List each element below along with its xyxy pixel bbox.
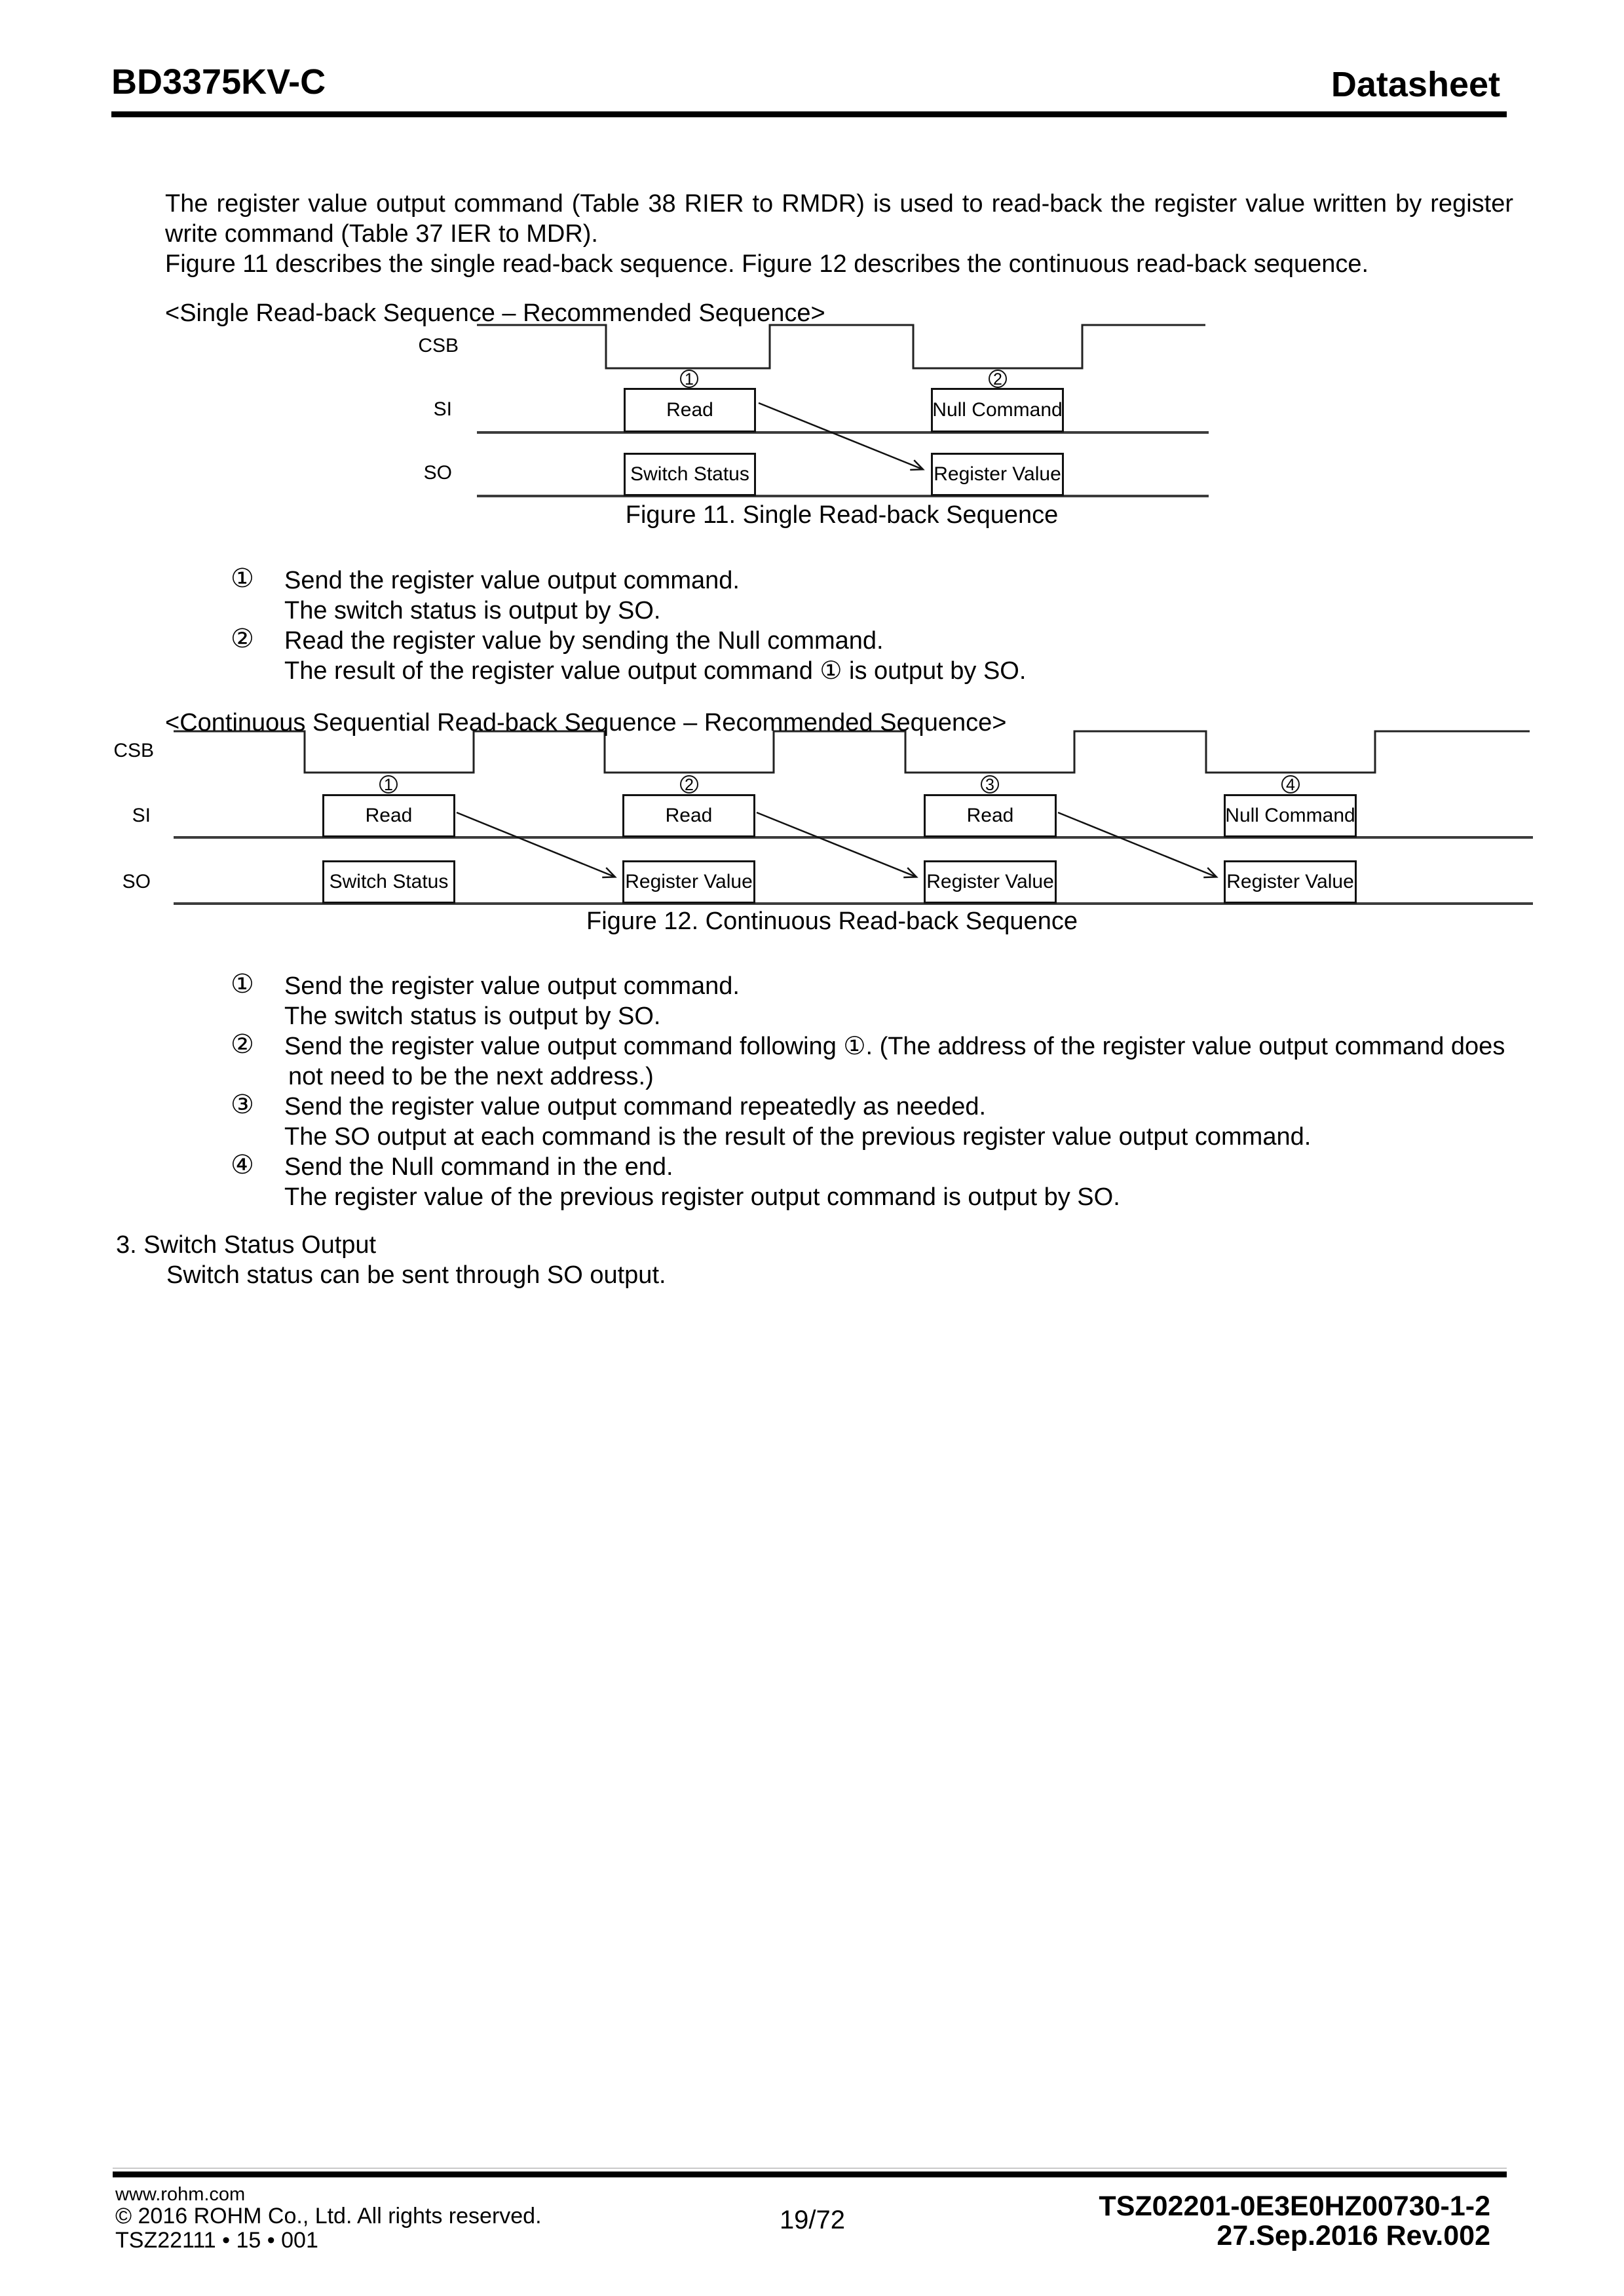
list1-text-3: Read the register value by sending the N… — [284, 627, 884, 655]
fig12-si-box-read-2: Read — [622, 794, 755, 837]
fig12-step-3: 3 — [981, 775, 999, 794]
list1-text-4: The result of the register value output … — [284, 657, 1027, 685]
list2-text-1: Send the register value output command. — [284, 972, 740, 1000]
list1-text-1: Send the register value output command. — [284, 567, 740, 594]
list2-text-2: The switch status is output by SO. — [284, 1003, 661, 1030]
fig12-step-4: 4 — [1281, 775, 1300, 794]
intro-line-1: The register value output command (Table… — [165, 190, 1513, 218]
section3-body: Switch status can be sent through SO out… — [166, 1261, 666, 1289]
fig12-so-box-switch-status: Switch Status — [322, 860, 455, 904]
fig12-csb-label: CSB — [113, 740, 154, 761]
list2-text-8: The register value of the previous regis… — [284, 1183, 1120, 1211]
fig12-readback-arrow-2 — [756, 811, 916, 877]
fig11-step-2: 2 — [989, 370, 1007, 389]
svg-text:2: 2 — [993, 370, 1002, 389]
document-type-label: Datasheet — [1331, 65, 1500, 104]
fig11-caption: Figure 11. Single Read-back Sequence — [625, 501, 1059, 529]
fig12-si-label: SI — [132, 805, 151, 826]
fig11-step-1: 1 — [680, 370, 698, 389]
footer-doc-code: TSZ22111 • 15 • 001 — [115, 2228, 318, 2253]
intro-line-2: write command (Table 37 IER to MDR). — [165, 220, 598, 248]
fig11-csb-waveform — [477, 324, 1205, 370]
fig11-so-box-switch-status: Switch Status — [624, 453, 756, 496]
fig12-heading: <Continuous Sequential Read-back Sequenc… — [165, 709, 1007, 737]
fig12-si-box-read-1: Read — [322, 794, 455, 837]
list2-text-5: Send the register value output command r… — [284, 1093, 987, 1120]
fig11-readback-arrow — [758, 402, 922, 469]
fig11-so-box-register-value: Register Value — [931, 453, 1064, 496]
fig12-so-label: SO — [122, 871, 151, 892]
fig12-so-box-register-value-2: Register Value — [924, 860, 1057, 904]
list2-text-7: Send the Null command in the end. — [284, 1153, 673, 1181]
svg-text:1: 1 — [384, 776, 393, 794]
footer-rule — [113, 2172, 1507, 2177]
list1-marker-1: ① — [231, 564, 254, 593]
footer-revision-date: 27.Sep.2016 Rev.002 — [1217, 2220, 1490, 2251]
fig12-so-box-register-value-1: Register Value — [622, 860, 755, 904]
fig12-step-1: 1 — [379, 775, 398, 794]
svg-text:1: 1 — [685, 370, 694, 389]
fig12-readback-arrow-3 — [1057, 811, 1216, 877]
list2-marker-3: ② — [231, 1030, 254, 1059]
footer-reference-number: TSZ02201-0E3E0HZ00730-1-2 — [1099, 2191, 1490, 2222]
fig12-readback-arrow-1 — [456, 811, 614, 877]
fig12-caption: Figure 12. Continuous Read-back Sequence — [586, 908, 1078, 935]
fig11-si-box-read: Read — [624, 388, 756, 432]
footer-website[interactable]: www.rohm.com — [115, 2184, 246, 2205]
header-rule — [111, 111, 1507, 117]
list1-text-2: The switch status is output by SO. — [284, 597, 661, 624]
page-number: 19/72 — [779, 2206, 846, 2234]
list2-marker-5: ③ — [231, 1090, 254, 1119]
fig11-heading: <Single Read-back Sequence – Recommended… — [165, 299, 825, 327]
list2-marker-1: ① — [231, 970, 254, 999]
fig11-si-box-null-command: Null Command — [931, 388, 1064, 432]
fig12-si-box-read-3: Read — [924, 794, 1057, 837]
list2-marker-7: ④ — [231, 1151, 254, 1179]
list2-text-4: not need to be the next address.) — [288, 1063, 654, 1090]
svg-text:3: 3 — [985, 776, 994, 794]
list1-marker-3: ② — [231, 624, 254, 653]
list2-text-3: Send the register value output command f… — [284, 1033, 1505, 1060]
section3-title: 3. Switch Status Output — [116, 1231, 377, 1259]
svg-text:4: 4 — [1286, 776, 1295, 794]
footer-copyright: © 2016 ROHM Co., Ltd. All rights reserve… — [115, 2204, 542, 2229]
svg-text:2: 2 — [685, 776, 694, 794]
fig11-si-label: SI — [433, 398, 452, 420]
fig11-so-label: SO — [423, 462, 452, 484]
list2-text-6: The SO output at each command is the res… — [284, 1123, 1312, 1151]
page-title: BD3375KV-C — [111, 62, 326, 102]
fig12-so-box-register-value-3: Register Value — [1224, 860, 1357, 904]
fig11-csb-label: CSB — [418, 335, 459, 356]
fig12-step-2: 2 — [680, 775, 698, 794]
fig12-si-box-null-command: Null Command — [1224, 794, 1357, 837]
intro-line-3: Figure 11 describes the single read-back… — [165, 250, 1369, 278]
footer-thin-rule — [113, 2168, 1507, 2169]
fig12-csb-waveform — [174, 730, 1530, 774]
